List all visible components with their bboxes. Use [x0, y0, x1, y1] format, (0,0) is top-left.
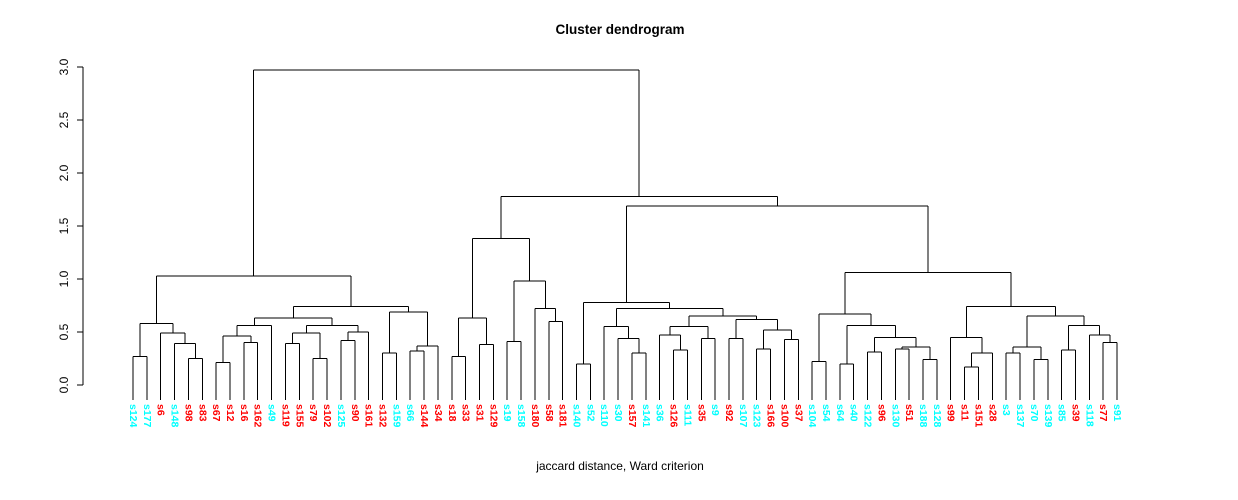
leaf-label-s118: s118	[1083, 404, 1095, 427]
leaf-label-s100: s100	[778, 404, 790, 428]
leaf-label-s79: s79	[307, 404, 319, 422]
leaf-label-s98: s98	[182, 404, 194, 422]
leaf-label-s92: s92	[723, 404, 735, 422]
leaf-label-s180: s180	[529, 404, 541, 428]
leaf-label-s16: s16	[238, 404, 250, 422]
leaf-label-s126: s126	[668, 404, 680, 428]
leaf-label-s52: s52	[584, 404, 596, 422]
y-axis-tick-label: 0.0	[57, 376, 71, 393]
leaf-label-s123: s123	[751, 404, 763, 428]
y-axis: 0.0 0.5 1.0 1.5 2.0 2.5 3.0	[57, 58, 84, 393]
leaf-label-s64: s64	[834, 404, 846, 422]
leaf-label-s104: s104	[806, 404, 818, 428]
leaf-label-s124: s124	[127, 404, 139, 428]
chart-title: Cluster dendrogram	[555, 22, 684, 37]
leaf-label-s19: s19	[501, 404, 513, 422]
leaf-label-s177: s177	[141, 404, 153, 428]
chart-caption: jaccard distance, Ward criterion	[535, 459, 704, 473]
leaf-label-s157: s157	[626, 404, 638, 428]
leaf-label-s139: s139	[1042, 404, 1054, 428]
leaf-label-s102: s102	[321, 404, 333, 428]
leaf-label-s132: s132	[376, 404, 388, 428]
leaf-label-s33: s33	[460, 404, 472, 422]
leaf-label-s30: s30	[612, 404, 624, 422]
leaf-label-s181: s181	[557, 404, 569, 428]
y-axis-tick-label: 2.5	[57, 111, 71, 128]
leaf-label-s51: s51	[903, 404, 915, 422]
leaf-label-s36: s36	[654, 404, 666, 422]
leaf-label-s83: s83	[196, 404, 208, 422]
leaf-label-s128: s128	[931, 404, 943, 428]
leaf-label-s31: s31	[474, 404, 486, 422]
leaf-label-s99: s99	[945, 404, 957, 422]
dendrogram-links	[132, 69, 1118, 400]
leaf-label-s77: s77	[1097, 404, 1109, 422]
y-axis-tick-label: 1.5	[57, 217, 71, 234]
leaf-label-s137: s137	[1014, 404, 1026, 428]
leaf-label-s12: s12	[224, 404, 236, 422]
leaf-label-s166: s166	[765, 404, 777, 428]
leaf-label-s158: s158	[515, 404, 527, 428]
y-axis-tick-label: 1.0	[57, 270, 71, 287]
y-axis-tick-label: 2.0	[57, 164, 71, 181]
leaf-label-s155: s155	[293, 404, 305, 428]
leaf-label-s28: s28	[986, 404, 998, 422]
leaf-label-s129: s129	[487, 404, 499, 428]
leaf-label-s3: s3	[1000, 404, 1012, 416]
leaf-label-s110: s110	[598, 404, 610, 427]
leaf-label-s188: s188	[917, 404, 929, 428]
leaf-label-s40: s40	[848, 404, 860, 422]
leaf-label-s151: s151	[972, 404, 984, 428]
leaf-label-s162: s162	[252, 404, 264, 428]
leaf-label-s130: s130	[889, 404, 901, 428]
leaf-label-s70: s70	[1028, 404, 1040, 422]
leaf-label-s107: s107	[737, 404, 749, 428]
leaf-label-s141: s141	[640, 404, 652, 428]
leaf-label-s6: s6	[155, 404, 167, 416]
leaf-label-s90: s90	[349, 404, 361, 422]
leaf-label-s9: s9	[709, 404, 721, 416]
leaf-label-s18: s18	[446, 404, 458, 422]
leaf-label-s37: s37	[792, 404, 804, 422]
leaf-label-s54: s54	[820, 404, 832, 422]
leaf-label-s67: s67	[210, 404, 222, 422]
leaf-label-s39: s39	[1069, 404, 1081, 422]
leaf-label-s161: s161	[363, 404, 375, 428]
y-axis-tick-label: 3.0	[57, 58, 71, 75]
leaf-label-s119: s119	[279, 404, 291, 427]
leaf-label-s159: s159	[390, 404, 402, 428]
y-axis-tick-label: 0.5	[57, 323, 71, 340]
leaf-label-s144: s144	[418, 404, 430, 428]
leaf-label-s140: s140	[571, 404, 583, 428]
leaf-label-s49: s49	[266, 404, 278, 422]
leaf-label-s34: s34	[432, 404, 444, 422]
leaf-label-s66: s66	[404, 404, 416, 422]
leaf-label-s91: s91	[1111, 404, 1123, 422]
leaf-label-s111: s111	[681, 404, 693, 426]
leaf-label-s96: s96	[875, 404, 887, 422]
leaf-label-s11: s11	[959, 404, 971, 421]
leaf-label-s58: s58	[543, 404, 555, 422]
leaf-label-s122: s122	[862, 404, 874, 428]
leaf-label-s148: s148	[169, 404, 181, 428]
leaf-label-s35: s35	[695, 404, 707, 422]
leaf-label-s85: s85	[1056, 404, 1068, 422]
leaf-label-s125: s125	[335, 404, 347, 428]
